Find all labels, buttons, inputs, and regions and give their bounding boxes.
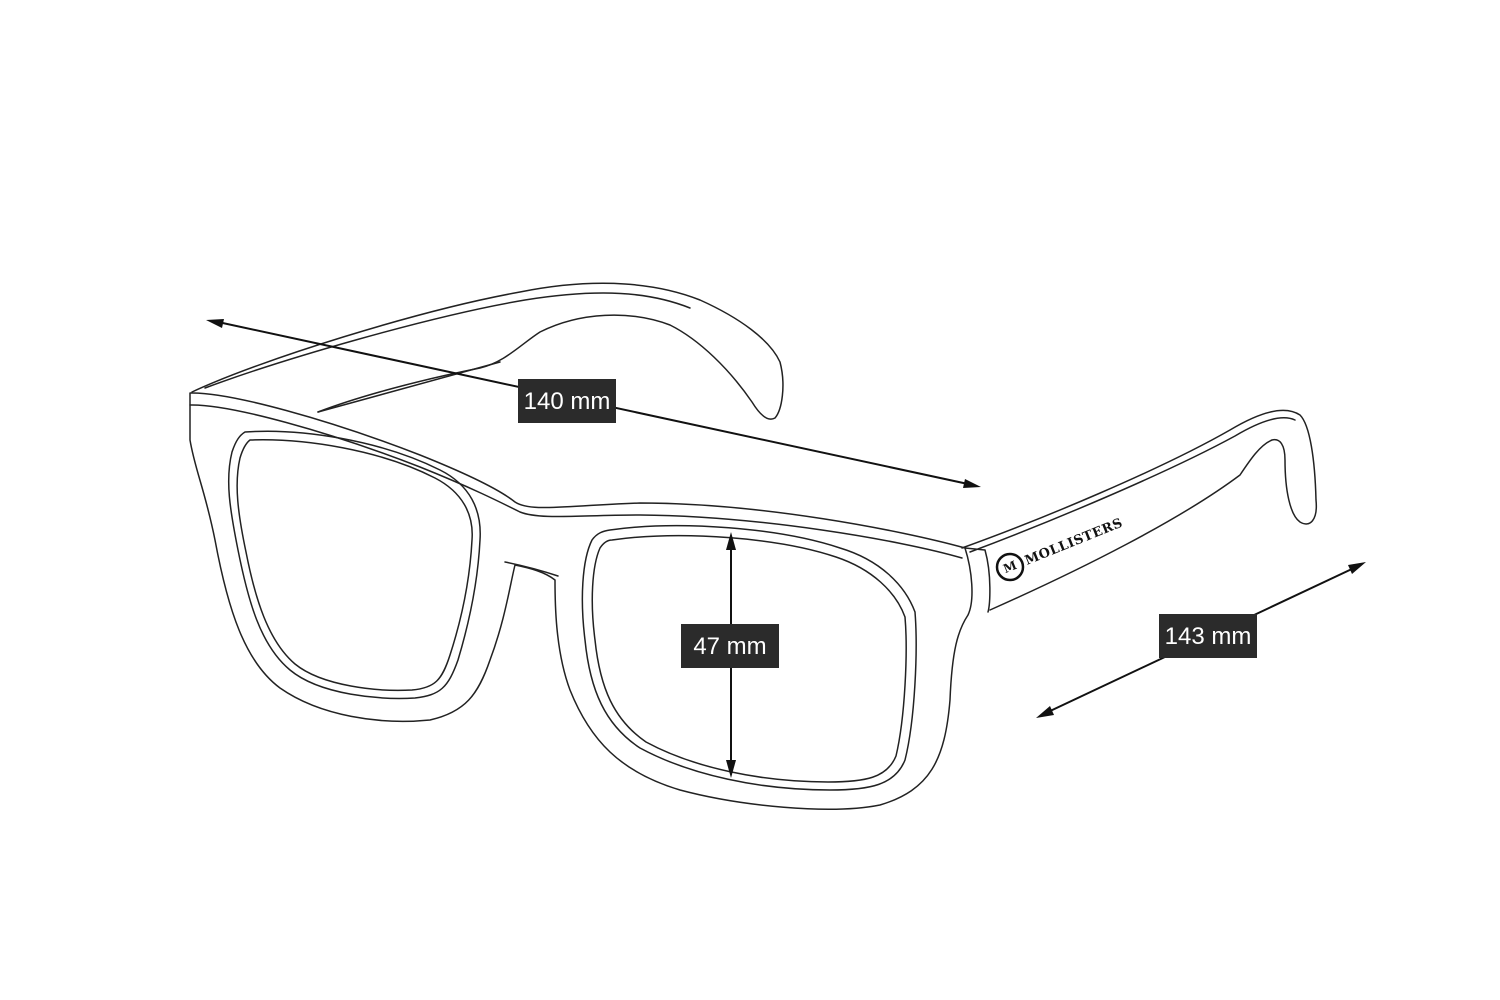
temple-length-arrow-start	[1036, 706, 1054, 718]
right-lens	[581, 524, 917, 791]
temple-length-label: 143 mm	[1165, 623, 1252, 650]
frame-width-arrow-end	[963, 479, 981, 488]
brand-name: MOLLISTERS	[1023, 516, 1125, 569]
right-temple-arm	[961, 409, 1318, 611]
sunglasses-drawing	[189, 282, 1318, 810]
left-temple-inner-edge	[317, 361, 501, 413]
temple-length-arrow-end	[1348, 562, 1366, 574]
nose-bridge	[504, 561, 559, 577]
left-lens	[227, 430, 481, 700]
lens-height-arrow-top	[726, 532, 736, 550]
right-temple-top-edge	[969, 417, 1296, 553]
lens-height-label-box	[681, 624, 779, 668]
left-temple-arm	[191, 282, 784, 420]
brand-logo-letter: M	[1001, 558, 1019, 576]
frame-width-dimension: 140 mm	[206, 319, 981, 488]
frame-front-outer	[189, 392, 973, 810]
temple-length-label-box	[1159, 614, 1257, 658]
lens-height-dimension: 47 mm	[681, 532, 779, 778]
frame-width-arrow-start	[206, 319, 224, 328]
right-lens-inner	[591, 534, 907, 783]
lens-height-label: 47 mm	[693, 633, 766, 660]
hinge-block	[964, 547, 991, 613]
left-temple-top-edge	[204, 292, 691, 389]
brand-logo-badge	[995, 552, 1025, 582]
frame-top-bevel	[189, 404, 963, 559]
left-lens-inner	[236, 439, 473, 692]
frame-width-label: 140 mm	[524, 388, 611, 415]
frame-width-label-box	[518, 379, 616, 423]
brand-logo: M MOLLISTERS	[995, 516, 1125, 582]
temple-length-dimension: 143 mm	[1036, 562, 1366, 718]
lens-height-arrow-bottom	[726, 760, 736, 778]
